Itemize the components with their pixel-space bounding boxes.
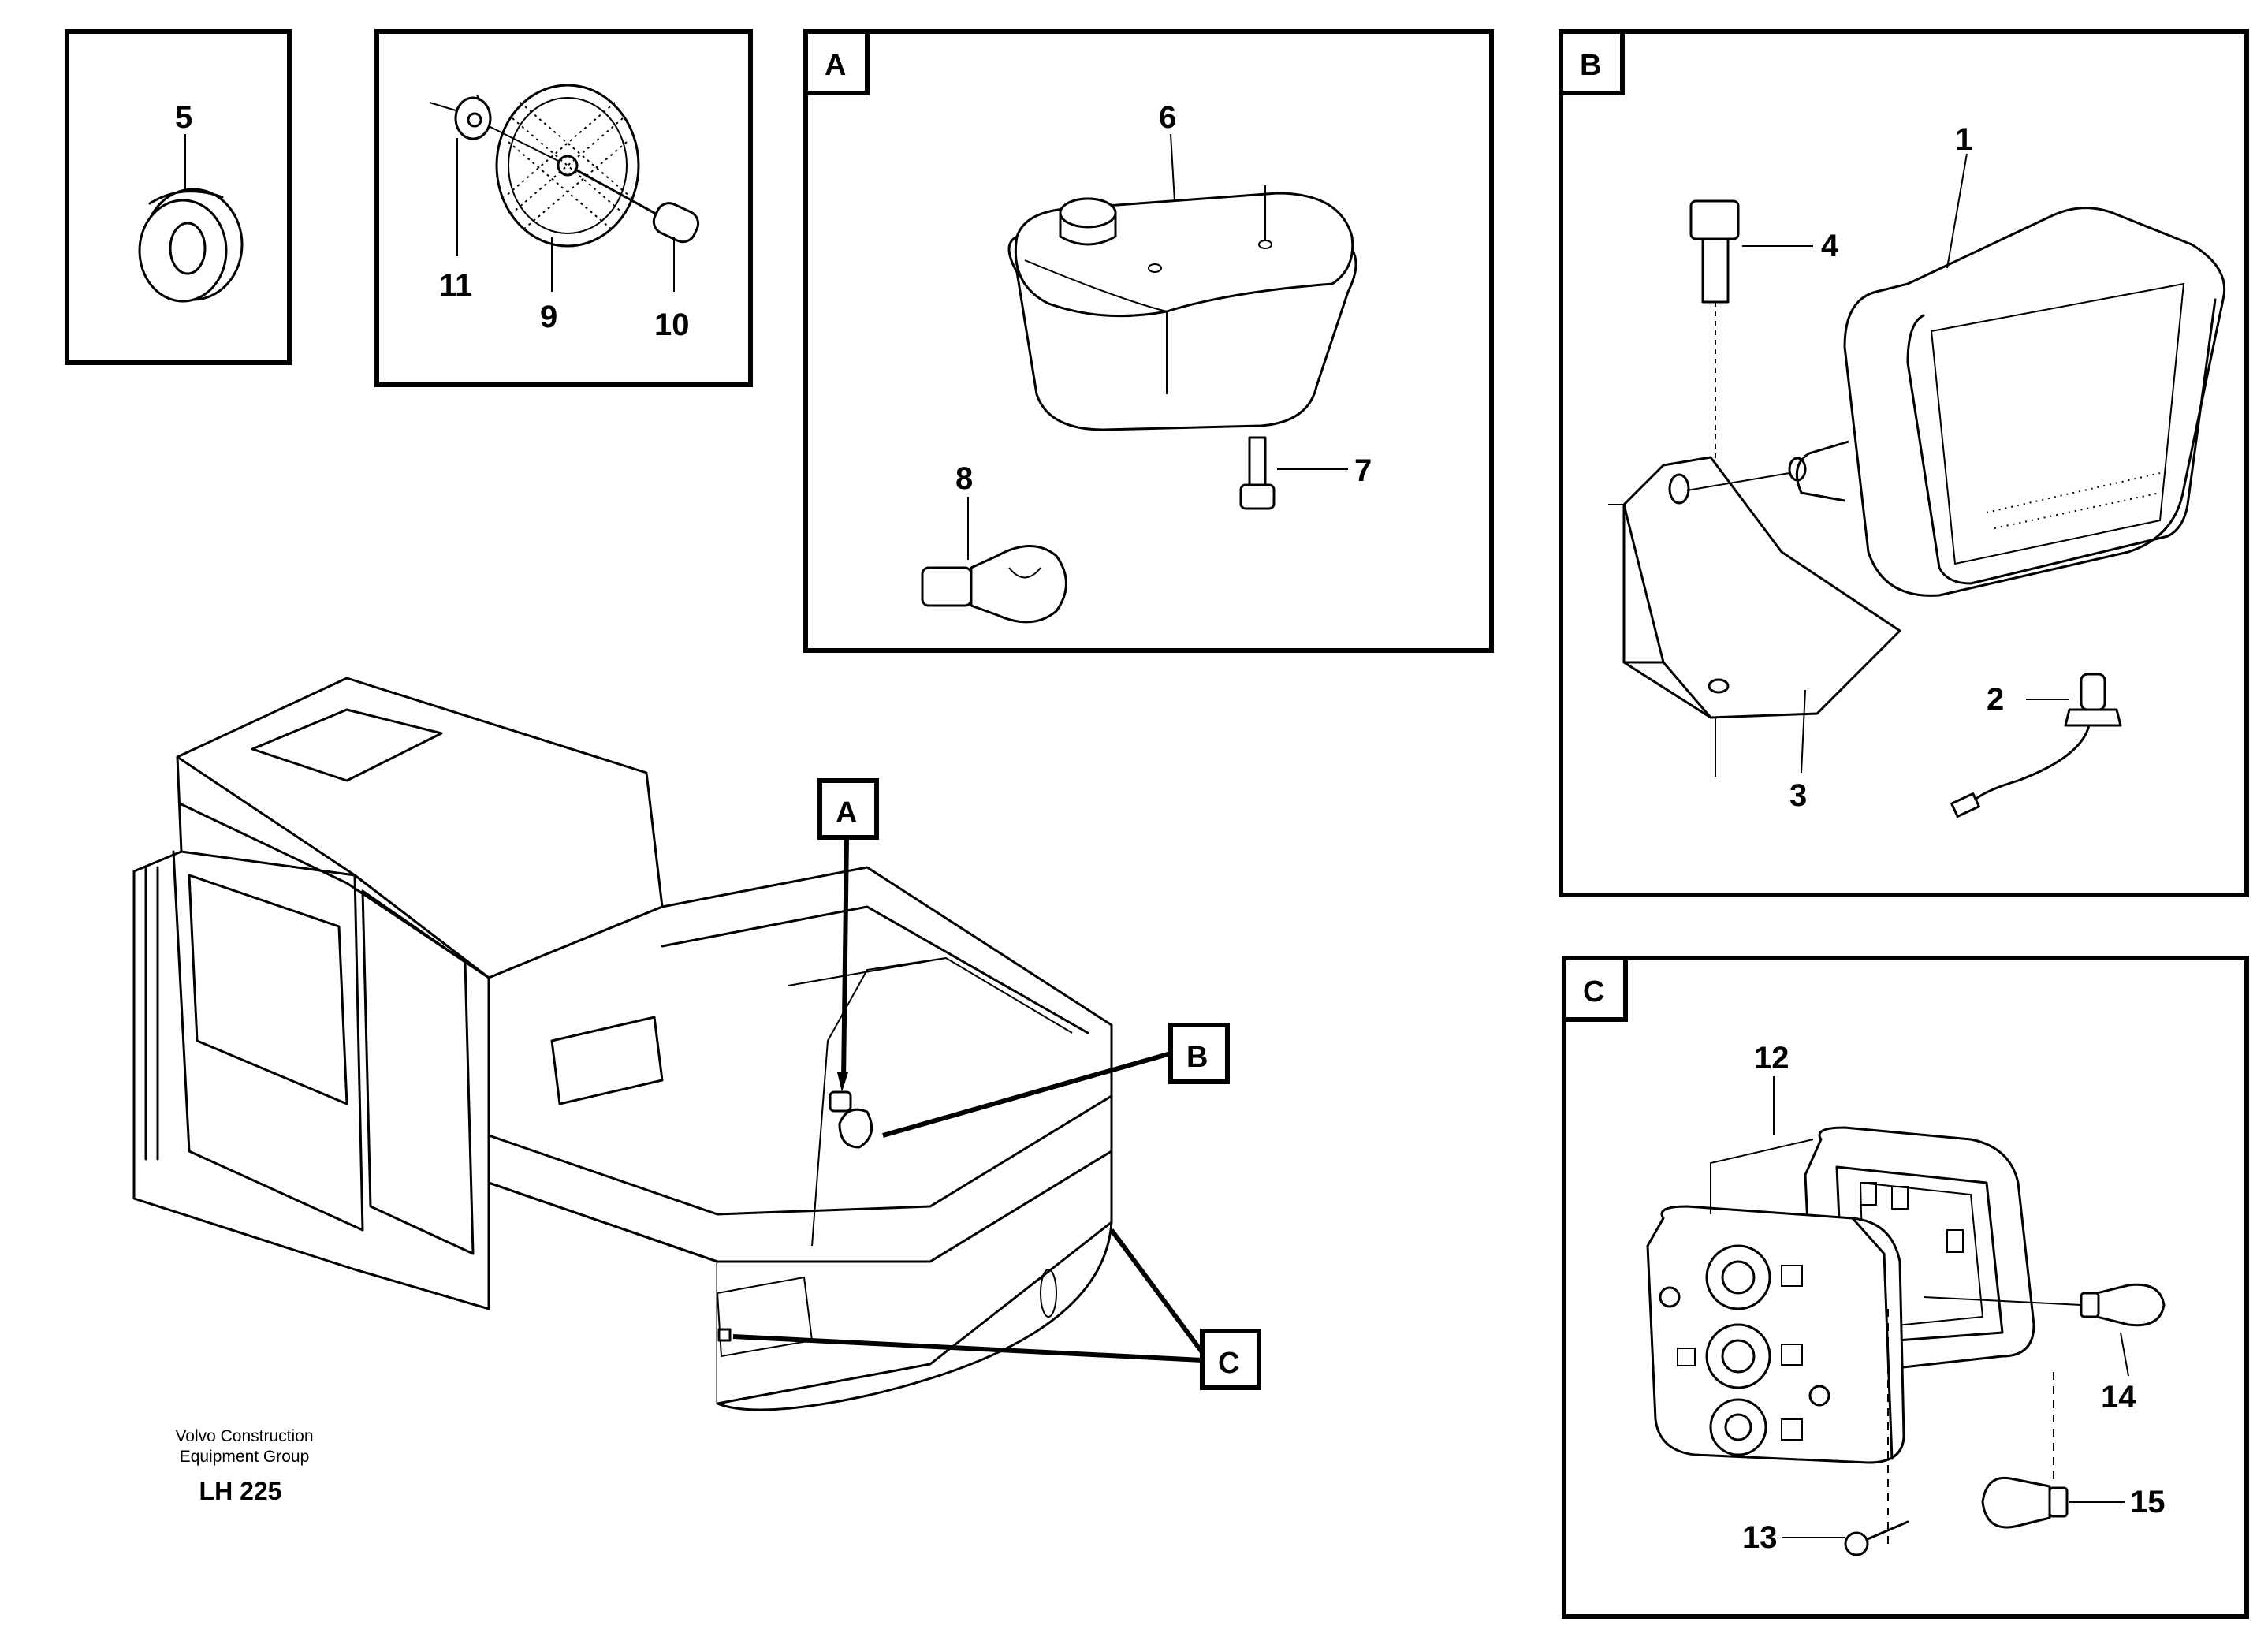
panel-grommet-frame bbox=[65, 29, 292, 365]
callout-15: 15 bbox=[2130, 1485, 2166, 1519]
detail-view-c-label: C bbox=[1583, 975, 1604, 1008]
detail-view-c-frame bbox=[1562, 956, 2249, 1619]
callout-10: 10 bbox=[654, 308, 690, 342]
pointer-c: C bbox=[732, 1228, 1261, 1390]
lamp-screw bbox=[1239, 436, 1276, 510]
callout-1: 1 bbox=[1955, 122, 1972, 157]
bracket bbox=[1608, 456, 1901, 777]
work-light bbox=[1788, 207, 2226, 597]
detail-view-a-label: A bbox=[825, 49, 846, 82]
detail-view-a-label-box bbox=[803, 29, 870, 95]
detail-view-b-frame bbox=[1559, 29, 2249, 897]
pointer-a: A bbox=[817, 778, 879, 1092]
detail-view-b-label-box bbox=[1559, 29, 1625, 95]
detail-view-b-label: B bbox=[1580, 49, 1601, 82]
callout-3: 3 bbox=[1789, 778, 1807, 813]
callout-8: 8 bbox=[955, 461, 973, 496]
machine-lamp-a bbox=[829, 1090, 852, 1113]
callout-9: 9 bbox=[540, 300, 557, 334]
callout-11: 11 bbox=[439, 268, 472, 303]
callout-5: 5 bbox=[175, 100, 192, 135]
detail-view-c-label-box bbox=[1562, 956, 1628, 1022]
reflector-part bbox=[495, 84, 640, 248]
pointer-c-label: C bbox=[1218, 1347, 1239, 1380]
lamp-bulb bbox=[921, 545, 1067, 624]
pointer-a-label: A bbox=[836, 796, 857, 829]
excavator-superstructure bbox=[132, 677, 1113, 1411]
panel-reflector-frame bbox=[374, 29, 753, 387]
machine-work-light-b bbox=[838, 1108, 873, 1149]
machine-tail-lamp-c bbox=[717, 1328, 732, 1342]
pointer-b-label: B bbox=[1186, 1041, 1208, 1074]
panel-reflector: 11 9 10 bbox=[374, 29, 753, 387]
callout-6: 6 bbox=[1159, 100, 1176, 135]
pointer-b: B bbox=[882, 1023, 1230, 1138]
bulb-small bbox=[2080, 1283, 2166, 1327]
caption-line2: Equipment Group bbox=[180, 1448, 310, 1466]
callout-13: 13 bbox=[1742, 1520, 1778, 1555]
panel-grommet: 5 bbox=[65, 29, 292, 365]
tail-lamp-lens bbox=[1646, 1205, 1905, 1464]
detail-view-c: C 12 bbox=[1562, 956, 2249, 1619]
tail-lamp-screw bbox=[1844, 1309, 1909, 1556]
caption-line1: Volvo Construction bbox=[175, 1427, 313, 1445]
grommet-part bbox=[138, 188, 244, 303]
detail-view-a: A 6 7 8 bbox=[803, 29, 1494, 653]
reflector-nut bbox=[429, 94, 492, 140]
lamp-housing bbox=[1007, 185, 1357, 431]
reflector-screw bbox=[574, 168, 700, 244]
detail-view-a-frame bbox=[803, 29, 1494, 653]
callout-12: 12 bbox=[1754, 1041, 1789, 1075]
drawing-code: LH 225 bbox=[199, 1477, 282, 1505]
callout-4: 4 bbox=[1821, 229, 1839, 263]
bolt bbox=[1689, 199, 1740, 710]
detail-view-b: B 1 4 3 bbox=[1559, 29, 2249, 897]
callout-14: 14 bbox=[2101, 1380, 2136, 1415]
light-bulb-holder bbox=[1950, 673, 2122, 818]
caption: Volvo Construction Equipment Group LH 22… bbox=[175, 1427, 313, 1505]
callout-7: 7 bbox=[1354, 453, 1372, 488]
callout-2: 2 bbox=[1987, 682, 2004, 717]
bulb-large bbox=[1981, 1372, 2069, 1529]
